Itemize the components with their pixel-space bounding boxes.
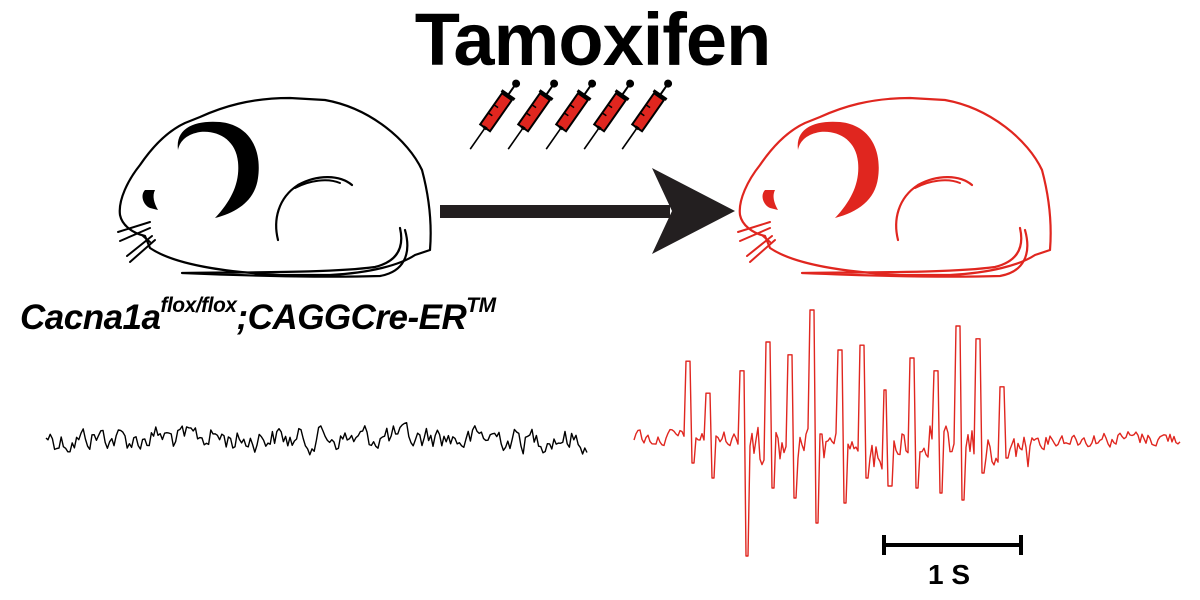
syringe-icon [545, 79, 597, 150]
control-mouse-icon [116, 96, 432, 278]
syringe-group [469, 79, 673, 150]
genotype-label: Cacna1aflox/flox;CAGGCre-ERTM [20, 294, 496, 337]
scale-bar-label: 1 S [927, 559, 971, 590]
control-eeg-trace [45, 422, 588, 456]
scale-bar [882, 535, 1023, 555]
treated-eeg-trace [633, 309, 1181, 557]
syringe-icon [621, 79, 673, 150]
syringe-icon [583, 79, 635, 150]
treated-mouse-icon [736, 96, 1052, 278]
syringe-icon [469, 79, 521, 150]
syringe-icon [507, 79, 559, 150]
title: Tamoxifen [414, 0, 772, 81]
right-arrow-icon [440, 168, 735, 254]
